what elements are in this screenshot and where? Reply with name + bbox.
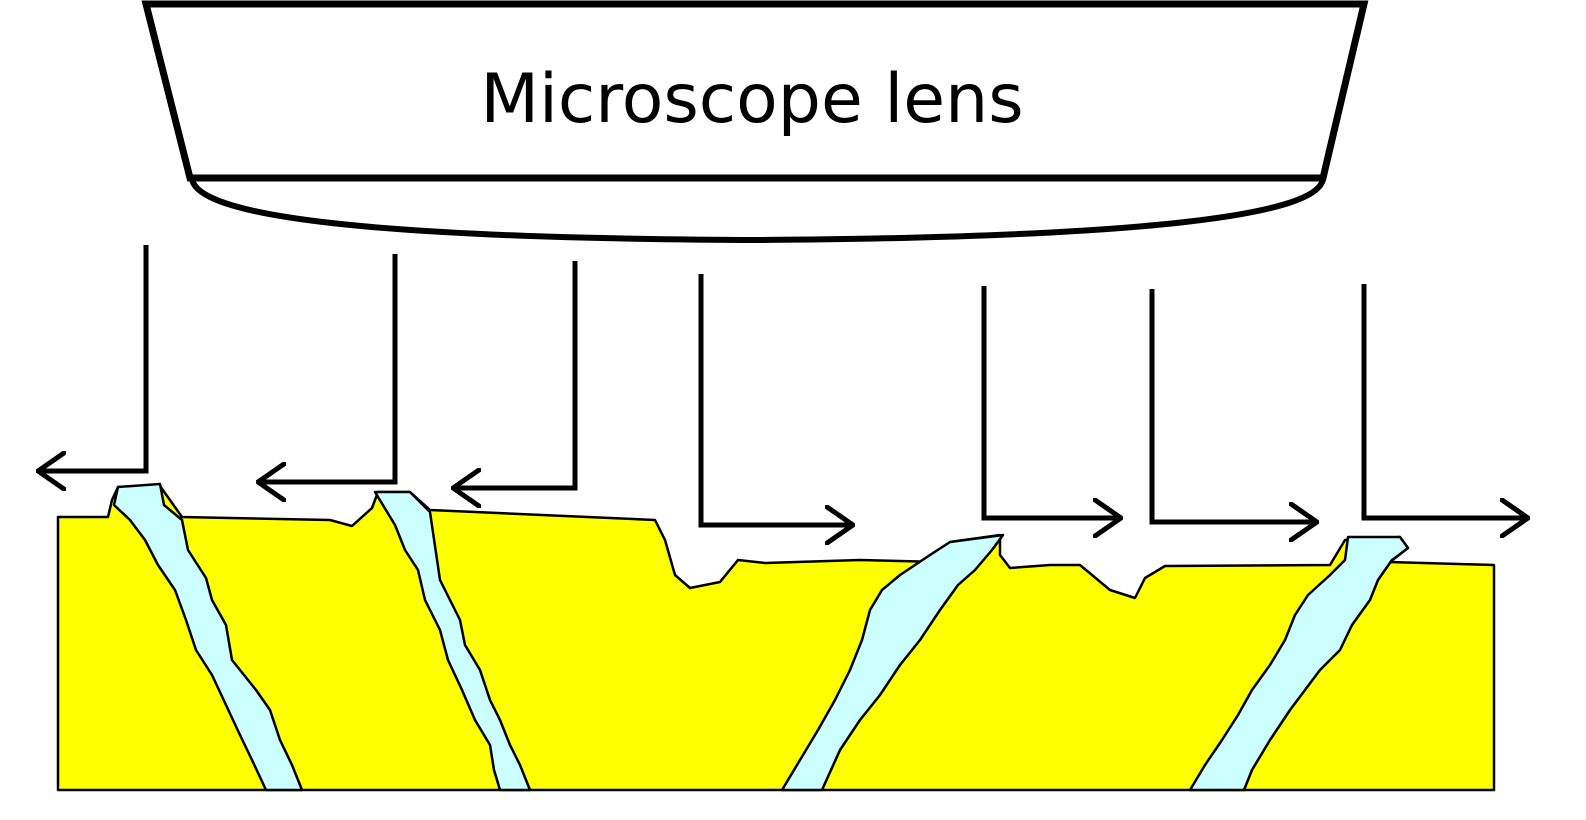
- crack-2: [373, 490, 532, 792]
- crack-4: [1188, 535, 1410, 792]
- ray-deflected-right-2: [981, 286, 1121, 518]
- crack-1: [112, 482, 304, 792]
- light-rays: [38, 245, 1528, 525]
- ray-deflected-right-3: [1149, 289, 1317, 522]
- ray-deflected-right-4: [1361, 284, 1528, 518]
- lens-label: Microscope lens: [480, 60, 1023, 139]
- microscope-lens: Microscope lens: [141, 0, 1369, 244]
- ray-deflected-left-1: [38, 245, 149, 471]
- lens-curved-bottom: [189, 177, 1326, 244]
- ray-deflected-right-1: [698, 274, 853, 525]
- crack-3: [780, 533, 1005, 792]
- lens-body: [141, 0, 1369, 182]
- ray-deflected-left-2: [258, 254, 398, 482]
- sample: [56, 482, 1496, 792]
- ray-deflected-left-3: [453, 261, 578, 488]
